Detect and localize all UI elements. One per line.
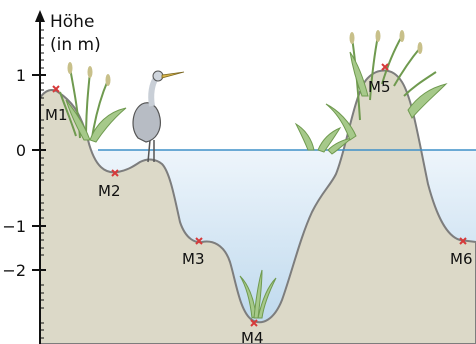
axis-title-line2: (in m) — [50, 35, 101, 55]
y-axis-arrow-icon — [35, 10, 45, 22]
label-m3: M3 — [182, 250, 205, 268]
label-m6: M6 — [450, 250, 473, 268]
axis-title-line1: Höhe — [50, 12, 94, 32]
label-m5: M5 — [368, 78, 391, 96]
tick-label-minus-2: −2 — [2, 261, 26, 280]
reed-heads-right — [350, 30, 423, 54]
tick-label-minus-1: −1 — [2, 217, 26, 236]
label-m2: M2 — [98, 182, 121, 200]
label-m1: M1 — [45, 106, 68, 124]
label-m4: M4 — [241, 329, 264, 344]
tick-label-0: 0 — [16, 141, 26, 160]
tick-label-1: 1 — [16, 66, 26, 85]
heron-bird — [133, 71, 184, 162]
